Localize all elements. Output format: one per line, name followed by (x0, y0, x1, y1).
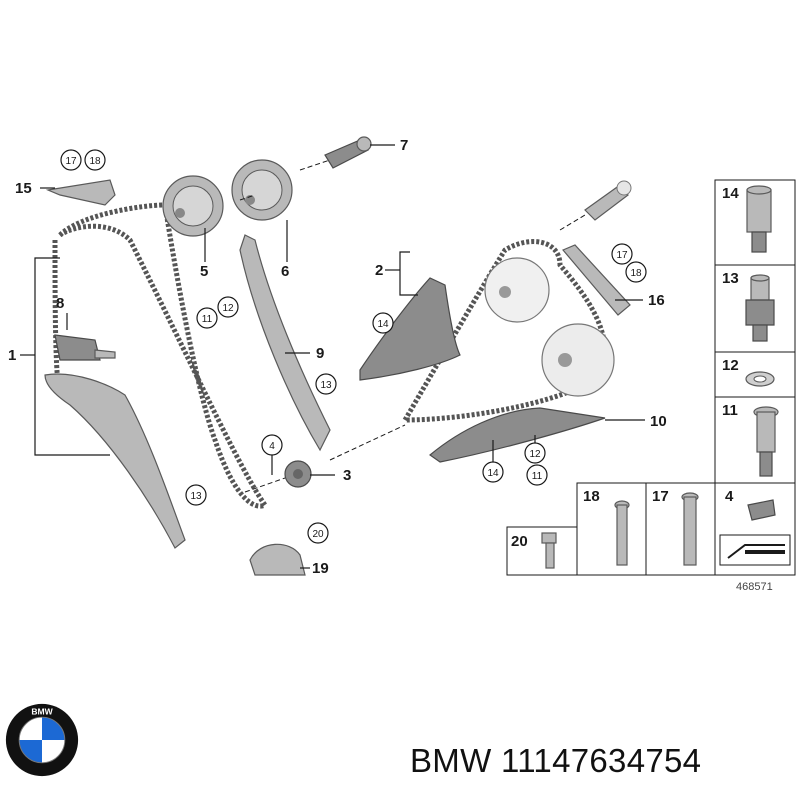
circled-label-13-lower: 13 (185, 484, 207, 506)
panel-label-18: 18 (583, 488, 600, 505)
bolt-17-drawing (681, 492, 699, 566)
svg-text:13: 13 (320, 380, 332, 391)
circled-label-14-lower: 14 (482, 461, 504, 483)
circled-label-4: 4 (261, 434, 283, 456)
bolt-18-drawing (614, 500, 630, 566)
circled-label-18-left: 18 (84, 149, 106, 171)
label-3: 3 (343, 467, 351, 484)
label-8: 8 (56, 295, 64, 312)
label-6: 6 (281, 263, 289, 280)
guide-rail-9 (239, 234, 331, 452)
bolt-13-drawing (745, 274, 775, 342)
svg-text:12: 12 (529, 449, 541, 460)
circled-label-20: 20 (307, 522, 329, 544)
parts-panel (506, 179, 796, 576)
oil-pump-guide-19 (249, 543, 306, 576)
camshaft-sprocket-5 (162, 175, 224, 237)
label-19: 19 (312, 560, 329, 577)
circled-label-11-left: 11 (196, 307, 218, 329)
svg-text:18: 18 (630, 268, 642, 279)
panel-label-4: 4 (725, 488, 734, 505)
guide-16 (562, 244, 631, 316)
circled-label-12-left: 12 (217, 296, 239, 318)
panel-label-20: 20 (511, 533, 528, 550)
svg-text:13: 13 (190, 491, 202, 502)
svg-text:20: 20 (312, 529, 324, 540)
svg-text:14: 14 (377, 319, 389, 330)
circled-label-11-right: 11 (526, 464, 548, 486)
reference-number: 468571 (736, 581, 773, 593)
timing-chain-right (400, 239, 609, 423)
svg-text:17: 17 (65, 156, 77, 167)
crankshaft-sprocket-3 (284, 460, 312, 488)
washer-12-drawing (745, 371, 775, 387)
panel-label-12: 12 (722, 357, 739, 374)
label-16: 16 (648, 292, 665, 309)
label-7: 7 (400, 137, 408, 154)
svg-text:12: 12 (222, 303, 234, 314)
panel-label-13: 13 (722, 270, 739, 287)
camshaft-sprocket-lower-right (541, 323, 615, 397)
timing-chain-lower (52, 239, 63, 396)
svg-text:17: 17 (616, 250, 628, 261)
svg-text:18: 18 (89, 156, 101, 167)
key-4-drawing (747, 499, 776, 521)
circled-label-12-right: 12 (524, 442, 546, 464)
bmw-logo: BMW (5, 703, 79, 777)
camshaft-sprocket-6 (231, 159, 293, 221)
label-5: 5 (200, 263, 208, 280)
svg-text:14: 14 (487, 468, 499, 479)
svg-text:BMW: BMW (31, 706, 53, 716)
bolt-20-drawing (541, 532, 557, 569)
bolt-14-drawing (746, 185, 772, 253)
camshaft-sprocket-upper-right (484, 257, 550, 323)
svg-text:4: 4 (269, 441, 275, 452)
svg-text:11: 11 (202, 314, 213, 325)
panel-label-11: 11 (722, 402, 738, 419)
chain-tensioner-8 (54, 334, 116, 361)
label-9: 9 (316, 345, 324, 362)
svg-text:11: 11 (532, 471, 543, 482)
guide-rail-14-upper (359, 277, 461, 381)
bolt-11-drawing (753, 406, 779, 477)
panel-label-14: 14 (722, 185, 739, 202)
circled-label-14-upper: 14 (372, 312, 394, 334)
label-10: 10 (650, 413, 667, 430)
arrow-symbol (719, 534, 791, 566)
label-1: 1 (8, 347, 16, 364)
central-bolt-7 (324, 136, 372, 169)
guide-rail-10 (429, 407, 606, 463)
circled-label-17-left: 17 (60, 149, 82, 171)
guide-15 (45, 179, 116, 206)
label-15: 15 (15, 180, 32, 197)
circled-label-17-right: 17 (611, 243, 633, 265)
circled-label-18-right: 18 (625, 261, 647, 283)
central-bolt-right (584, 180, 632, 221)
circled-label-13-upper: 13 (315, 373, 337, 395)
part-caption: BMW 11147634754 (410, 742, 702, 779)
tensioner-rail-13 (44, 373, 186, 549)
label-2: 2 (375, 262, 383, 279)
panel-label-17: 17 (652, 488, 669, 505)
